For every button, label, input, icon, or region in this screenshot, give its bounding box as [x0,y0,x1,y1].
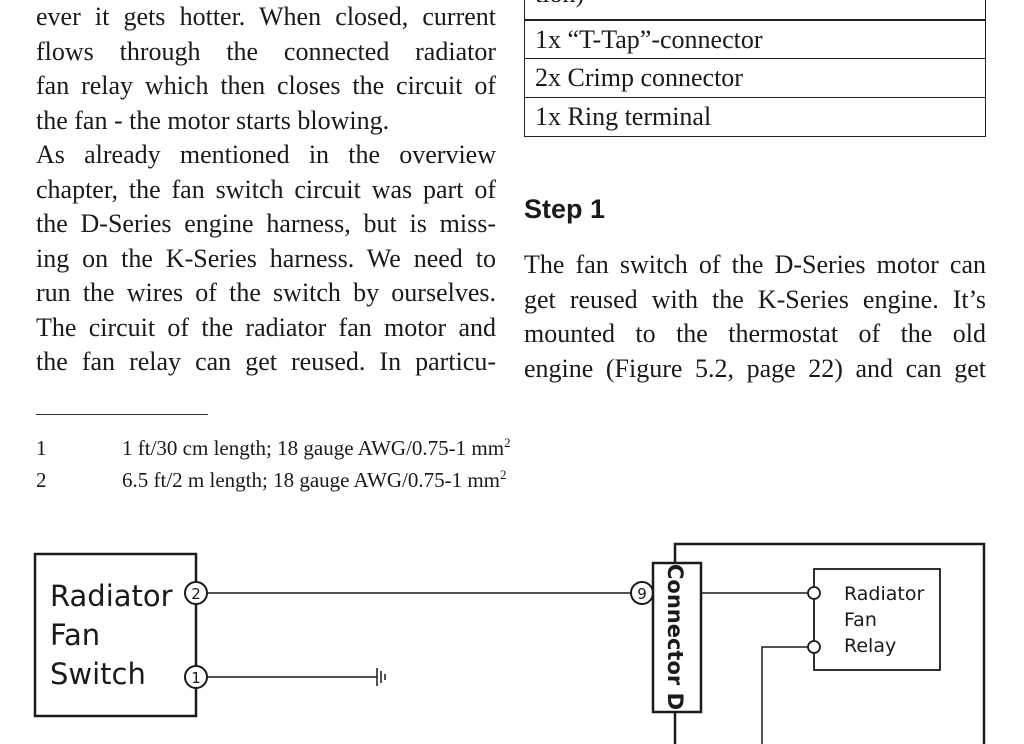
relay-label: Fan [844,609,877,631]
body-line: run the wires of the switch by ourselves… [36,278,496,307]
wiring-diagram: Radiator Fan Switch 2 1 9 Connector D Ra… [33,542,986,744]
footnote-text: 6.5 ft/2 m length; 18 gauge AWG/0.75-1 m… [122,468,501,492]
wire [761,646,808,744]
table-row: 1x “T-Tap”-connector [524,20,986,59]
relay-label: Relay [844,635,896,657]
footnote-superscript: 2 [500,467,507,482]
footnote-superscript: 2 [504,435,511,450]
connector-label: Connector D [663,564,687,710]
body-line: ing on the K-Series harness. We need to [36,243,496,273]
body-line: ever it gets hotter. When closed, curren… [36,2,496,31]
body-line: The fan switch of the D-Series motor can [524,250,986,279]
table-row: tion) [524,0,986,20]
body-text-right: The fan switch of the D-Series motor can… [524,248,986,386]
body-line: get reused with the K-Series engine. It’… [524,284,986,314]
table-cell: 2x Crimp connector [535,63,743,92]
body-line: flows through the connected radiator [36,36,496,66]
relay-label: Radiator [844,583,924,605]
footnote-text: 1 ft/30 cm length; 18 gauge AWG/0.75-1 m… [122,436,505,460]
table-cell: 1x “T-Tap”-connector [535,25,763,54]
body-line: The circuit of the radiator fan motor an… [36,312,496,342]
table-row: 1x Ring terminal [524,98,986,137]
relay-terminal [807,586,821,600]
table-row: 2x Crimp connector [524,59,986,98]
body-line: chapter, the fan switch circuit was part… [36,174,496,204]
footnote-rule [36,414,208,415]
fan-switch-label: Switch [50,657,146,691]
body-line: the fan relay can get reused. In particu… [36,347,496,376]
body-line: fan relay which then closes the circuit … [36,71,496,100]
ground-icon [376,668,386,686]
body-line: mounted to the thermostat of the old [524,319,986,348]
fan-switch-box [33,552,198,718]
body-line: engine (Figure 5.2, page 22) and can get [524,353,986,383]
relay-box [813,568,941,671]
footnote-number: 1 [36,436,47,460]
body-line: As already mentioned in the overview [36,140,496,169]
enclosure-outline [673,542,986,744]
table-cell: 1x Ring terminal [535,102,712,131]
fan-switch-label: Radiator [50,579,173,613]
pin-number: 9 [637,585,647,603]
relay-terminal [807,640,821,654]
body-text-left: ever it gets hotter. When closed, curren… [36,0,496,380]
connector-box [651,561,703,714]
footnote: 1 1 ft/30 cm length; 18 gauge AWG/0.75-1 … [36,434,736,462]
parts-table: tion) 1x “T-Tap”-connector 2x Crimp conn… [524,0,986,137]
pin-number: 1 [191,669,201,687]
fan-switch-label: Fan [50,618,100,652]
table-cell: tion) [535,0,584,8]
footnote-number: 2 [36,468,47,492]
step-heading: Step 1 [524,194,606,224]
body-line: the fan - the motor starts blowing. [36,105,390,135]
body-line: the D-Series engine harness, but is miss… [36,209,496,238]
pin-number: 2 [191,585,201,603]
